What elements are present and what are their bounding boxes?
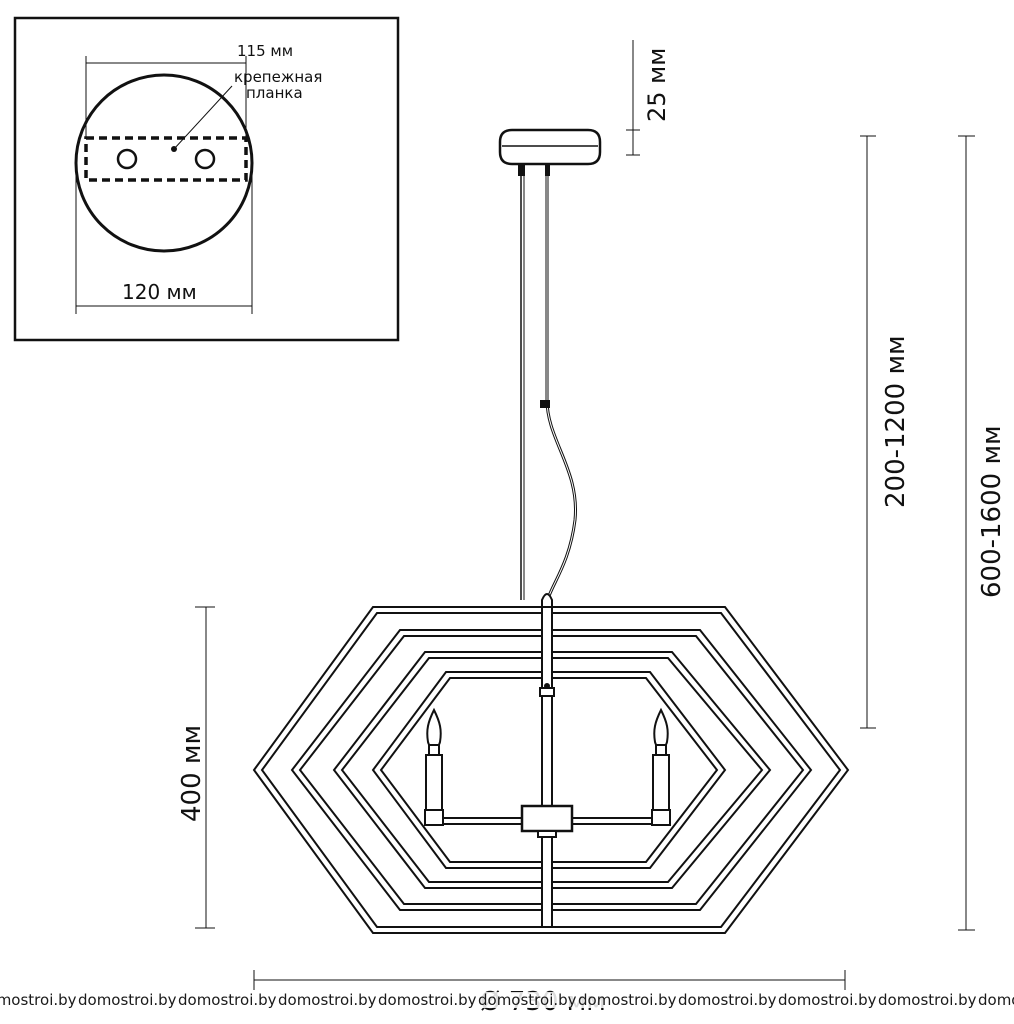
candle-bulb-left [426,707,442,749]
power-cable [545,176,577,597]
canopy-body [498,128,602,166]
inset-frame [13,16,400,342]
dim-25-label: 25 мм [643,48,671,122]
watermark-text: domostroi.by [478,991,577,1009]
dim-rod-label: 200-1200 мм [881,335,911,508]
cable-clip [540,400,550,408]
hexagon-frame-2-inner [298,635,805,905]
arm-hub [520,804,574,833]
central-fixture [440,593,655,928]
canopy-top-view-inset: 115 мм крепежная планка 120 мм [13,16,400,342]
watermark-band [0,992,1014,1008]
cable-grip-right [545,164,550,176]
hexagon-frame-3 [332,651,772,889]
hexagon-frames [252,606,850,934]
watermark-text: domostroi.by [0,991,77,1009]
screw-hole-left [116,148,138,170]
hub-bottom [537,830,557,838]
dim-total-height: 600-1600 мм [958,135,1007,931]
dim-rod-length: 200-1200 мм [860,135,911,729]
cable-grip-left [518,164,525,176]
hexagon-frame-1 [252,606,850,934]
candle-bulb-right [653,707,669,749]
bracket-leader-line [173,85,233,150]
dim-115-label: 115 мм [237,42,293,60]
rod-ring-bolt [544,683,550,689]
candle-sleeve-left [425,754,443,811]
power-cable-inner [546,176,576,597]
watermark-text: domostroi.by [678,991,777,1009]
rod-top-cap [541,593,553,608]
central-rod [541,606,553,928]
watermark-strip: domostroi.bydomostroi.bydomostroi.bydomo… [0,991,1014,1009]
dim-400-label: 400 мм [177,725,207,822]
canopy-side-view [498,128,602,176]
rod-ring [539,687,555,697]
candle-sleeve-right [652,754,670,811]
dim-total-label: 600-1600 мм [977,425,1007,598]
mounting-bracket [84,136,248,182]
hexagon-frame-4 [371,671,727,869]
watermark-text: domostroi.by [78,991,177,1009]
candle-lamp-left [424,707,444,826]
screw-hole-right [194,148,216,170]
watermark-row: domostroi.bydomostroi.bydomostroi.bydomo… [0,991,1014,1009]
dim-120-label: 120 мм [122,280,197,304]
hexagon-frame-3-inner [340,657,764,883]
bracket-label-line1: крепежная [234,68,322,86]
candle-cup-right [651,809,671,826]
watermark-text: domostroi.by [378,991,477,1009]
candle-lamp-right [651,707,671,826]
candle-cup-left [424,809,444,826]
hexagon-frame-1-inner [260,612,842,928]
watermark-text: domostroi.by [878,991,977,1009]
dim-body-height: 400 мм [177,606,215,929]
watermark-text: domostroi.by [978,991,1014,1009]
hexagon-frame-4-inner [379,677,719,863]
candle-base-right [655,744,667,756]
hexagon-frame-2 [290,629,813,911]
watermark-text: domostroi.by [778,991,877,1009]
watermark-text: domostroi.by [278,991,377,1009]
dim-canopy-height: 25 мм [626,40,671,156]
canopy-circle [74,73,254,253]
candle-base-left [428,744,440,756]
suspension [520,176,577,600]
watermark-text: domostroi.by [578,991,677,1009]
bracket-label-line2: планка [246,84,303,102]
watermark-text: domostroi.by [178,991,277,1009]
